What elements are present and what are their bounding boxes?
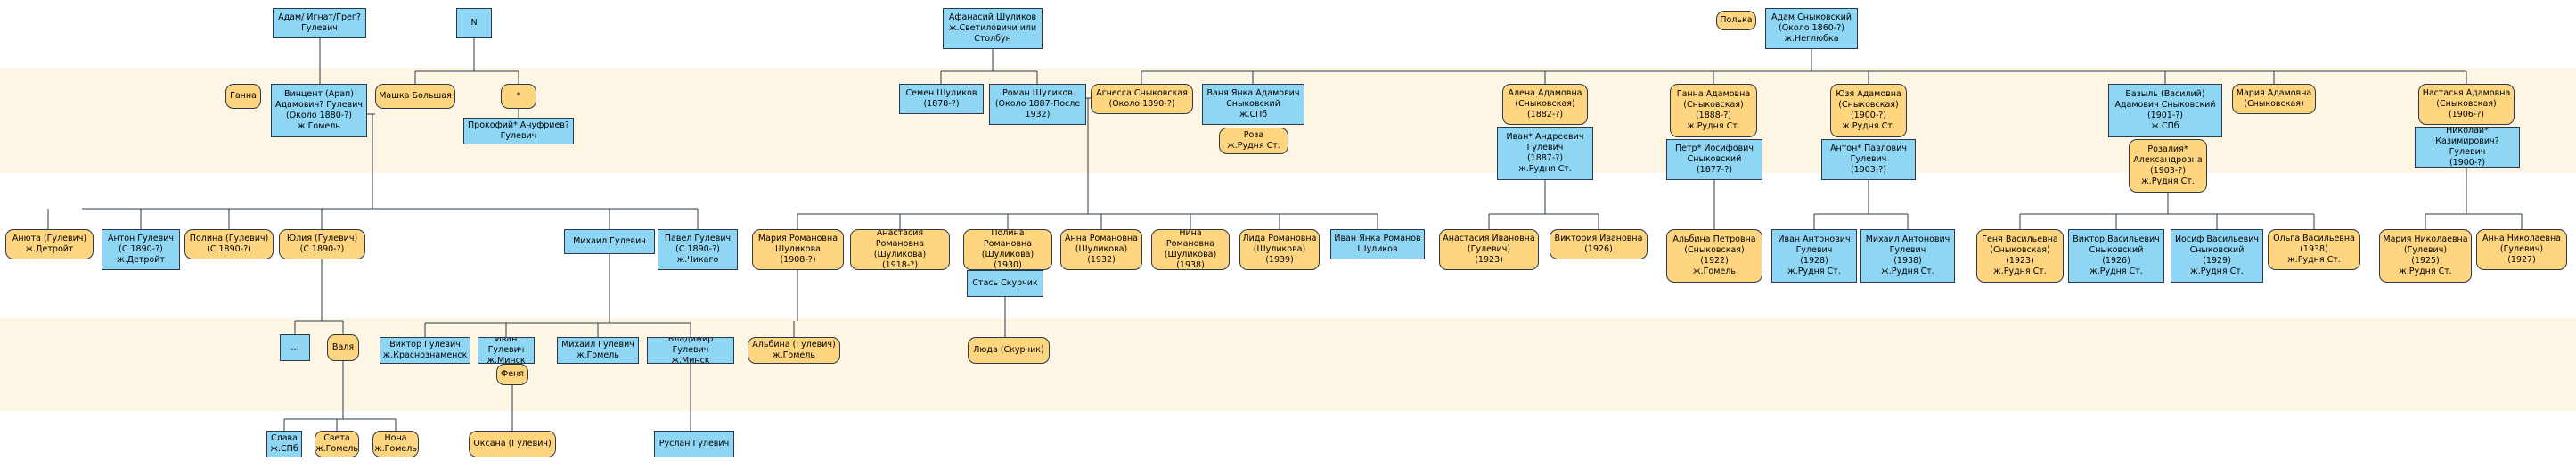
- person-nonna[interactable]: Нона ж.Гомель: [372, 431, 419, 457]
- person-nikolay[interactable]: Николай* Казимирович? Гулевич (1900-?): [2415, 127, 2520, 168]
- person-alena[interactable]: Алена Адамовна (Сныковская) (1882-?): [1502, 84, 1588, 125]
- person-fenya[interactable]: Феня: [496, 364, 528, 385]
- person-albina-p[interactable]: Альбина Петровна (Сныковская) (1922) ж.Г…: [1666, 229, 1762, 283]
- person-anton-p[interactable]: Антон* Павлович Гулевич (1903-?): [1821, 139, 1916, 180]
- person-vincent[interactable]: Винцент (Арап) Адамович? Гулевич (Около …: [271, 84, 367, 137]
- person-mihail[interactable]: Михаил Гулевич: [564, 229, 655, 254]
- person-anastasiya-r[interactable]: Анастасия Романовна (Шуликова) (1918-?): [850, 229, 950, 270]
- person-bazyl[interactable]: Базыль (Василий) Адамович Сныковский (19…: [2108, 84, 2222, 137]
- person-mariya-n[interactable]: Мария Николаевна (Гулевич) (1925) ж.Рудн…: [2379, 229, 2472, 283]
- person-ivan-andreevich[interactable]: Иван* Андреевич Гулевич (1887-?) ж.Рудня…: [1497, 127, 1593, 180]
- person-anna-n[interactable]: Анна Николаевна (Гулевич) (1927): [2476, 229, 2567, 270]
- person-mariya-adamovna[interactable]: Мария Адамовна (Сныковская): [2232, 84, 2316, 114]
- person-mihail-antonovich[interactable]: Михаил Антонович Гулевич (1938) ж.Рудня …: [1860, 229, 1955, 283]
- person-yuzya[interactable]: Юзя Адамовна (Сныковская) (1900-?) ж.Руд…: [1830, 84, 1907, 137]
- generation-band-4: [0, 318, 2576, 411]
- person-prokofy[interactable]: Прокофий* Ануфриев? Гулевич: [463, 118, 574, 144]
- person-nastasya[interactable]: Настасья Адамовна (Сныковская) (1906-?): [2418, 84, 2515, 125]
- person-n-unknown[interactable]: N: [456, 8, 492, 38]
- person-ivan-antonovich[interactable]: Иван Антонович Гулевич (1928) ж.Рудня Ст…: [1771, 229, 1857, 283]
- person-polka[interactable]: Полька: [1716, 11, 1756, 30]
- person-adam-snyk[interactable]: Адам Сныковский (Около 1860-?) ж.Неглюбк…: [1765, 8, 1858, 49]
- person-ganna-adamovna[interactable]: Ганна Адамовна (Сныковская) (1888-?) ж.Р…: [1670, 84, 1757, 137]
- person-semen[interactable]: Семен Шуликов (1878-?): [899, 84, 984, 114]
- person-roza[interactable]: Роза ж.Рудня Ст.: [1219, 128, 1288, 154]
- person-afanasy[interactable]: Афанасий Шуликов ж.Светиловичи или Столб…: [943, 8, 1043, 49]
- person-albina-g[interactable]: Альбина (Гулевич) ж.Гомель: [748, 337, 840, 364]
- person-rozaliya[interactable]: Розалия* Александровна (1903-?) ж.Рудня …: [2129, 139, 2207, 193]
- person-nina-r[interactable]: Нина Романовна (Шуликова) (1938): [1151, 229, 1230, 270]
- person-viktor-v[interactable]: Виктор Васильевич Сныковский (1926) ж.Ру…: [2068, 229, 2164, 283]
- person-olga-v[interactable]: Ольга Васильевна (1938) ж.Рудня Ст.: [2268, 229, 2360, 270]
- person-lida-r[interactable]: Лида Романовна (Шуликова) (1939): [1239, 229, 1320, 270]
- person-ganna[interactable]: Ганна: [225, 84, 261, 109]
- person-stas[interactable]: Стась Скурчик: [967, 270, 1043, 297]
- person-star-f[interactable]: *: [501, 84, 536, 109]
- person-adam-ignat[interactable]: Адам/ Игнат/Грег? Гулевич: [273, 8, 366, 38]
- person-polina-r[interactable]: Полина Романовна (Шуликова) (1930): [963, 229, 1052, 270]
- person-mashka[interactable]: Машка Большая: [375, 84, 455, 109]
- person-slava[interactable]: Слава ж.СПб: [266, 431, 302, 457]
- person-oksana[interactable]: Оксана (Гулевич): [469, 431, 556, 457]
- person-petr[interactable]: Петр* Иосифович Сныковский (1877-?): [1666, 139, 1762, 180]
- person-anna-r[interactable]: Анна Романовна (Шуликова) (1932): [1060, 229, 1142, 270]
- person-sveta[interactable]: Света ж.Гомель: [315, 431, 359, 457]
- person-lyuda[interactable]: Люда (Скурчик): [968, 337, 1050, 364]
- person-mihail-g2[interactable]: Михаил Гулевич ж.Гомель: [557, 337, 639, 364]
- person-anastasiya-i[interactable]: Анастасия Ивановна (Гулевич) (1923): [1439, 229, 1539, 270]
- person-roman[interactable]: Роман Шуликов (Около 1887-После 1932): [989, 84, 1086, 125]
- person-dots[interactable]: ...: [280, 334, 310, 361]
- person-anton-g[interactable]: Антон Гулевич (С 1890-?) ж.Детройт: [102, 229, 180, 270]
- person-vanya-yanka[interactable]: Ваня Янка Адамович Сныковский ж.СПб: [1202, 84, 1304, 125]
- person-agnessa[interactable]: Агнесса Сныковская (Около 1890-?): [1091, 84, 1193, 114]
- person-valya[interactable]: Валя: [327, 334, 359, 361]
- person-viktoriya-i[interactable]: Виктория Ивановна (1926): [1550, 229, 1648, 259]
- person-vladimir[interactable]: Владимир Гулевич ж.Минск: [647, 337, 734, 364]
- person-yuliya[interactable]: Юлия (Гулевич) (С 1890-?): [279, 229, 365, 259]
- person-mariya-r[interactable]: Мария Романовна Шуликова (1908-?): [752, 229, 844, 270]
- person-ruslan[interactable]: Руслан Гулевич: [654, 431, 734, 457]
- person-viktor-g[interactable]: Виктор Гулевич ж.Краснознаменск: [380, 337, 470, 364]
- person-pavel[interactable]: Павел Гулевич (С 1890-?) ж.Чикаго: [658, 229, 738, 270]
- person-genya[interactable]: Геня Васильевна (Сныковская) (1923) ж.Ру…: [1976, 229, 2064, 283]
- person-anyuta[interactable]: Анюта (Гулевич) ж.Детройт: [5, 229, 94, 259]
- person-iosif-v[interactable]: Иосиф Васильевич Сныковский (1929) ж.Руд…: [2171, 229, 2263, 283]
- person-polina-g[interactable]: Полина (Гулевич) (С 1890-?): [184, 229, 274, 259]
- person-ivan-yanka[interactable]: Иван Янка Романов Шуликов: [1330, 229, 1425, 259]
- person-ivan-g[interactable]: Иван Гулевич ж.Минск: [478, 337, 535, 364]
